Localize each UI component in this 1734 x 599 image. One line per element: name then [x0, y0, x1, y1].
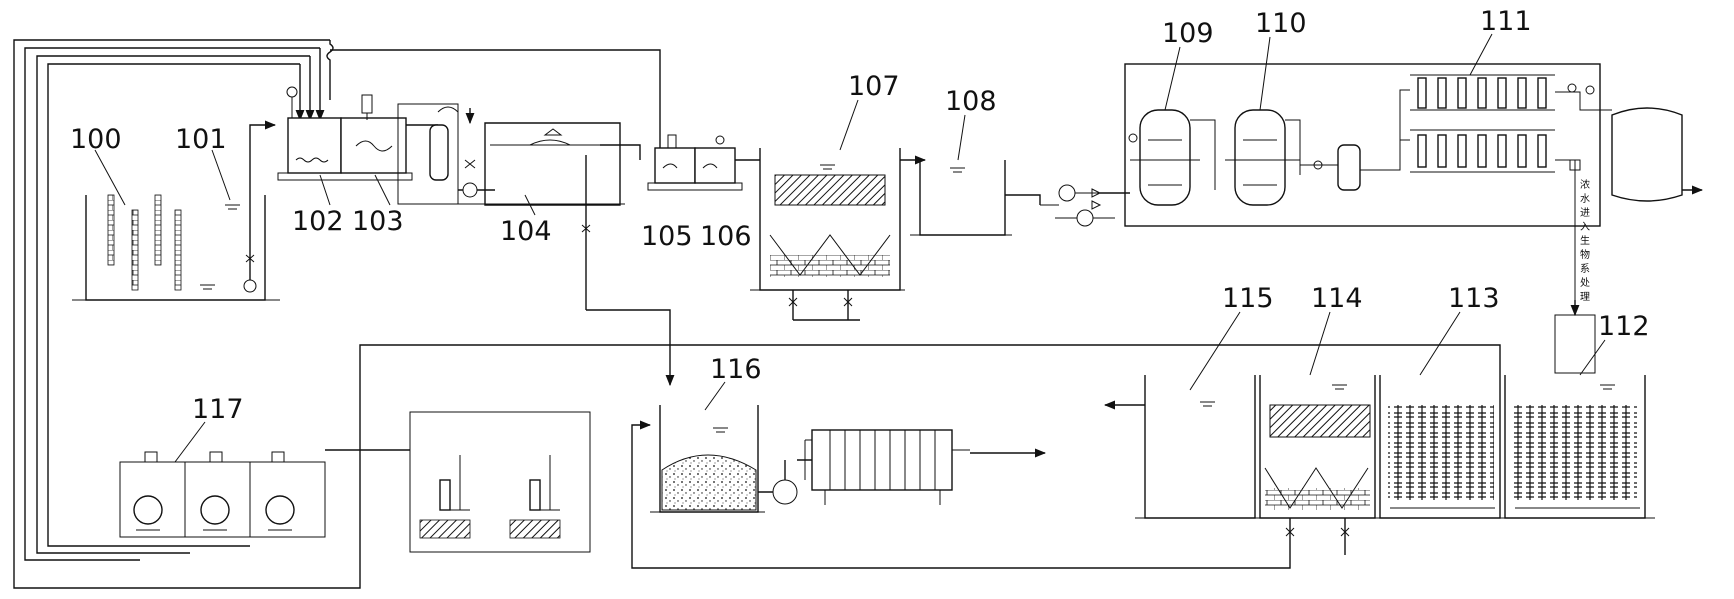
label-113: 113: [1448, 283, 1500, 314]
pure-water-tank: [1611, 107, 1704, 202]
svg-text:进: 进: [1580, 207, 1590, 219]
filter-press: [804, 429, 1047, 505]
air-flotation-104: [397, 103, 641, 310]
regulating-tank-100-101: [72, 120, 280, 301]
svg-text:浓: 浓: [1580, 179, 1590, 191]
svg-text:物: 物: [1580, 248, 1590, 261]
label-100: 100: [70, 124, 122, 155]
svg-text:入: 入: [1580, 222, 1590, 233]
label-101: 101: [175, 124, 227, 155]
label-114: 114: [1311, 283, 1363, 314]
sludge-tank-116: [586, 309, 1047, 513]
return-pipes: [13, 39, 1501, 589]
label-104: 104: [500, 216, 552, 247]
concentrate-note: 浓 水 进 入 生 物 系 处 理: [1580, 179, 1590, 303]
label-115: 115: [1222, 283, 1274, 314]
ro-modules-lower: [1417, 134, 1547, 168]
label-110: 110: [1255, 8, 1307, 39]
label-105: 105: [641, 221, 693, 252]
dosing-tanks-102-103: [277, 86, 438, 181]
coagulation-tanks-105-106: [647, 134, 760, 191]
intermediate-tank-108: [910, 160, 1041, 236]
label-102: 102: [292, 206, 344, 237]
label-106: 106: [700, 221, 752, 252]
dosing-station: [325, 411, 591, 553]
label-107: 107: [848, 71, 900, 102]
lift-pumps: [1040, 184, 1130, 227]
svg-text:系: 系: [1580, 263, 1590, 275]
svg-text:处: 处: [1580, 277, 1590, 289]
label-112: 112: [1598, 311, 1650, 342]
svg-text:生: 生: [1580, 234, 1590, 247]
filter-frame: [1124, 63, 1612, 300]
label-117: 117: [192, 394, 244, 425]
label-109: 109: [1162, 18, 1214, 49]
label-116: 116: [710, 354, 762, 385]
label-111: 111: [1480, 6, 1532, 37]
pump-group-117: [119, 451, 326, 538]
ro-modules-upper: [1417, 77, 1547, 109]
sedimentation-tank-107: [750, 148, 927, 321]
svg-text:理: 理: [1580, 291, 1590, 303]
biological-system: [631, 300, 1655, 569]
label-108: 108: [945, 86, 997, 117]
svg-text:水: 水: [1580, 193, 1590, 205]
label-103: 103: [352, 206, 404, 237]
